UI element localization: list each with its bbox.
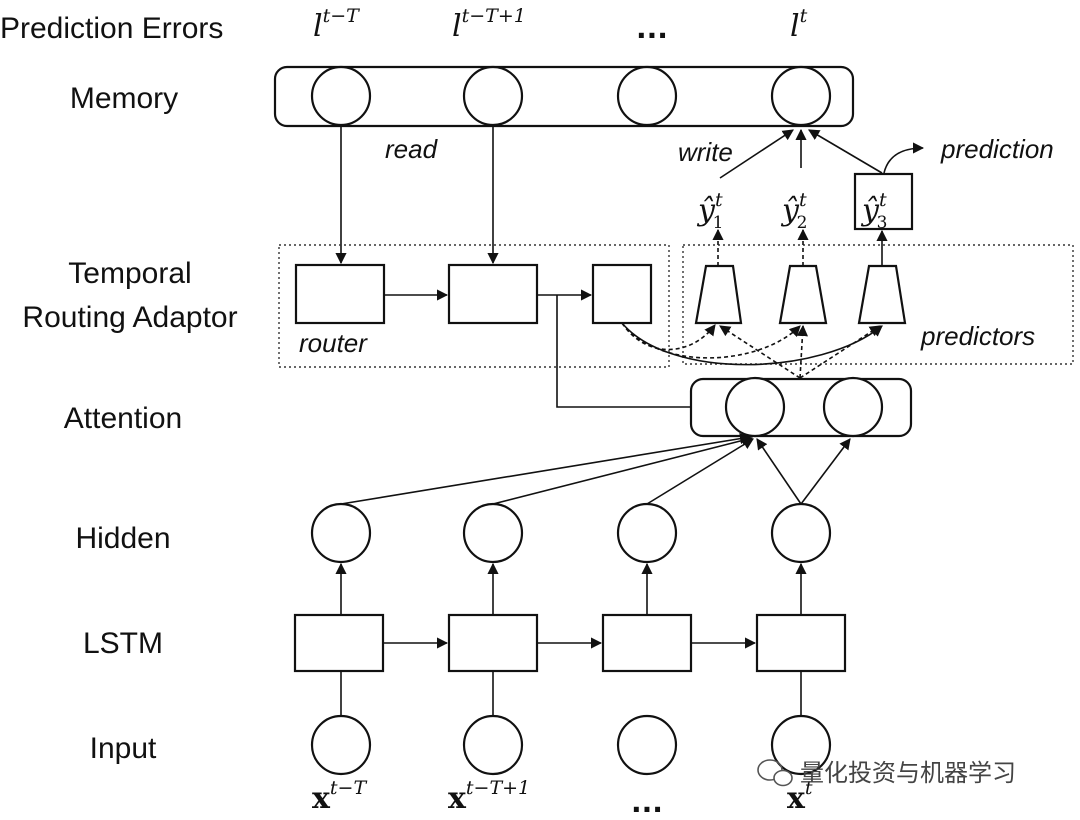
hidden-node-2 [462, 502, 524, 564]
attn-to-predictor-1 [719, 325, 801, 379]
memory-node-3 [616, 65, 678, 127]
memory-node-2 [462, 65, 524, 127]
lstm-cell-2 [447, 613, 539, 673]
input-node-4 [770, 714, 832, 776]
attention-to-router-line [556, 295, 691, 408]
lstm-cell-3 [601, 613, 693, 673]
memory-block [273, 65, 855, 128]
watermark-text: 量化投资与机器学习 [800, 759, 1016, 787]
label-routing-adaptor: Routing Adaptor [22, 301, 237, 334]
write-arrow-3 [808, 129, 883, 174]
write-arrow-1 [719, 129, 794, 179]
route-curve-3 [621, 322, 883, 366]
hidden-2-to-attention [492, 435, 754, 505]
input-symbol-1: xt−T [312, 777, 367, 816]
wechat-icon [757, 759, 793, 787]
predictors-label: predictors [920, 321, 1035, 351]
label-temporal: Temporal [68, 257, 191, 290]
router-box-2 [447, 263, 539, 325]
input-symbol-4: xt [787, 777, 813, 816]
hidden-4-to-attention-2 [800, 438, 851, 505]
error-symbol-4: lt [790, 5, 808, 44]
label-memory: Memory [70, 82, 178, 115]
input-ellipsis: ... [631, 786, 663, 819]
error-symbol-1: lt−T [313, 5, 360, 44]
prediction-label: prediction [940, 134, 1054, 164]
input-symbol-2: xt−T+1 [448, 777, 530, 816]
attention-node-2 [822, 376, 884, 438]
lstm-cell-4 [755, 613, 847, 673]
lstm-cell-1 [293, 613, 385, 673]
predictors-group [682, 244, 1074, 365]
prediction-arrow [883, 142, 925, 174]
input-node-3 [616, 714, 678, 776]
hidden-1-to-attention [340, 433, 752, 505]
router-box-3 [591, 263, 653, 325]
hidden-3-to-attention [646, 438, 754, 505]
hidden-node-3 [616, 502, 678, 564]
label-hidden: Hidden [75, 522, 170, 555]
router-group [278, 244, 670, 368]
hidden-node-4 [770, 502, 832, 564]
attention-node-1 [724, 376, 786, 438]
router-label: router [299, 328, 368, 358]
label-lstm: LSTM [83, 627, 163, 660]
label-input: Input [90, 732, 157, 765]
hidden-4-to-attention-1 [756, 438, 802, 505]
label-attention: Attention [64, 402, 182, 435]
predictor-1 [694, 264, 743, 325]
memory-node-4 [770, 65, 832, 127]
write-label: write [678, 137, 733, 167]
predictor-2 [778, 264, 828, 325]
route-curve-2 [621, 322, 801, 359]
memory-node-1 [310, 65, 372, 127]
output-y3-box [853, 172, 914, 231]
input-node-1 [310, 714, 372, 776]
router-box-1 [294, 263, 386, 325]
predictor-3 [857, 264, 907, 325]
attn-to-predictor-2 [796, 324, 809, 379]
label-prediction-errors: Prediction Errors [0, 12, 223, 45]
error-ellipsis: ... [636, 12, 668, 45]
attn-to-predictor-3 [799, 325, 881, 379]
error-symbol-2: lt−T+1 [452, 5, 526, 44]
input-node-2 [462, 714, 524, 776]
hidden-node-1 [310, 502, 372, 564]
read-label: read [385, 134, 439, 164]
